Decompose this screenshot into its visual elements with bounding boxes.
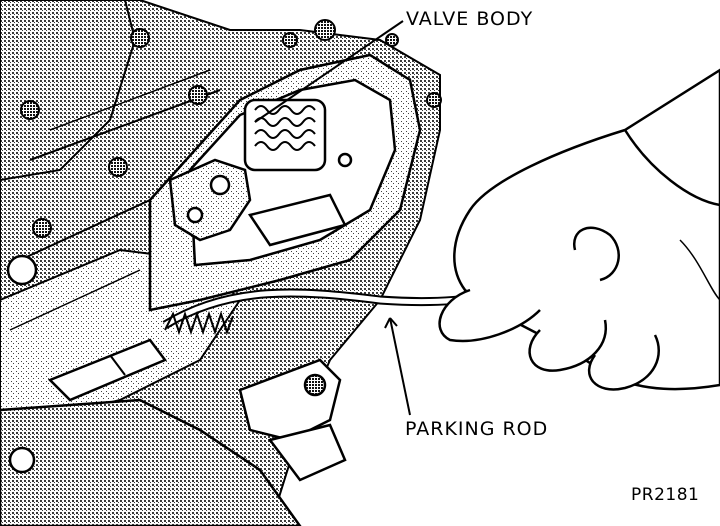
figure-code: PR2181 [631,485,700,505]
case-bolts [20,19,442,238]
leader-lines [254,20,411,416]
parking-rod-label: PARKING ROD [405,418,549,440]
linkage-bracket [0,254,347,526]
hand [438,68,720,391]
valve-body [148,53,422,312]
valve-body-label: VALVE BODY [406,8,534,30]
